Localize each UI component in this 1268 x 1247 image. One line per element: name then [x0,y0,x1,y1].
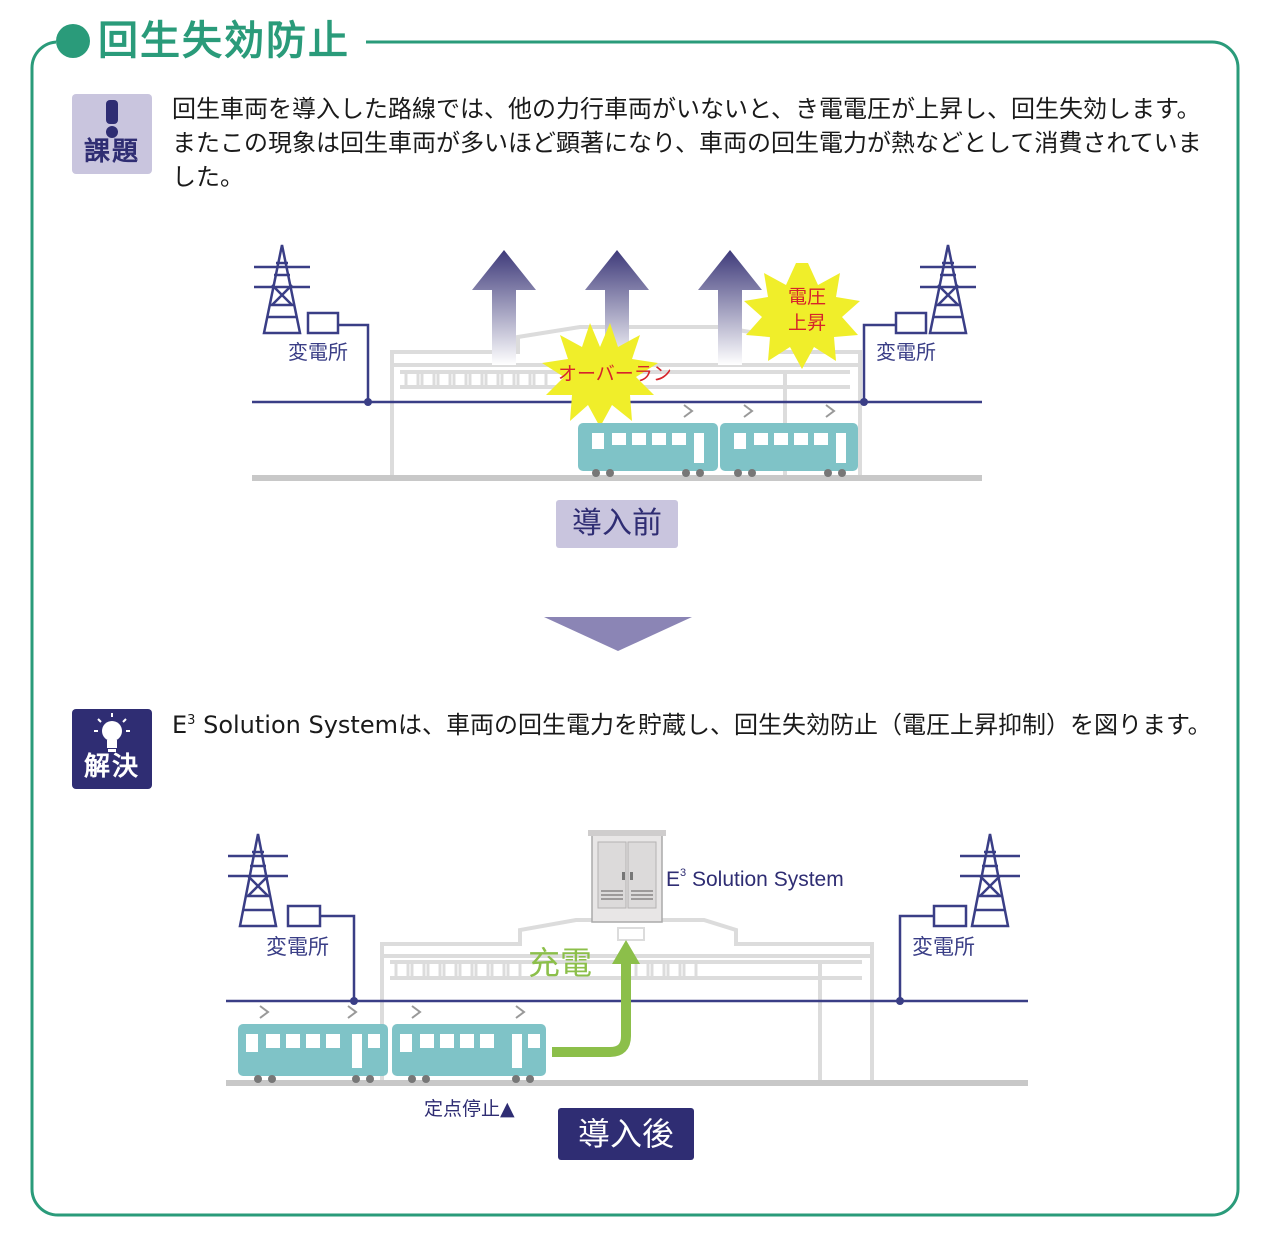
after-label: 導入後 [558,1108,694,1160]
pylon-icon-left-after [228,833,288,928]
storage-cabinet-icon [588,830,666,941]
lightbulb-icon [94,713,130,752]
issue-badge-label: 課題 [83,137,140,167]
system-label-sup: 3 [680,867,686,879]
page-title: 回生失効防止 [98,18,350,64]
substation-label-right-after: 変電所 [912,936,975,959]
station-windows-after [394,960,698,980]
substation-box-left [306,311,340,335]
fixed-stop-label: 定点停止▲ [424,1098,515,1120]
substation-label-left: 変電所 [288,341,348,364]
system-label: E3 Solution System [666,867,844,891]
after-diagram: E3 Solution System 変電所 変電所 充電 [226,830,1028,1086]
train-before [578,404,858,477]
solve-text-sup: 3 [187,713,196,728]
up-arrow-icon-1 [472,250,536,365]
solve-badge: 解決 [72,709,152,789]
voltage-burst-icon [744,263,860,369]
pylon-icon-left [254,244,310,335]
solve-text: E3 Solution Systemは、車両の回生電力を貯蔵し、回生失効防止（電… [172,708,1212,742]
solve-text-rest: Solution Systemは、車両の回生電力を貯蔵し、回生失効防止（電圧上昇… [195,711,1212,739]
overrun-burst-icon [542,323,658,427]
overrun-label: オーバーラン [558,364,672,385]
substation-box-right [894,311,928,335]
outer-frame [30,40,1240,1217]
title-bullet-icon [56,24,90,58]
up-arrow-icon-3 [698,250,762,365]
pylon-icon-right [920,244,976,335]
station-windows [404,370,548,389]
rail-ground [252,475,982,481]
voltage-rise-label-2: 上昇 [788,312,826,334]
substation-box-right-after [932,904,968,928]
voltage-rise-label-1: 電圧 [788,287,826,308]
system-label-rest: Solution System [686,868,844,891]
charge-arrow-icon [552,962,631,1057]
system-label-e: E [666,868,680,891]
exclamation-icon [106,100,118,138]
substation-label-left-after: 変電所 [266,936,329,959]
train-after [238,1005,546,1083]
substation-label-right: 変電所 [876,341,936,364]
section-title: 回生失効防止 [56,14,366,68]
charge-label: 充電 [528,945,592,981]
up-arrow-icon-2 [585,250,649,365]
solve-text-e: E [172,711,188,739]
solve-badge-label: 解決 [83,752,140,782]
issue-text: 回生車両を導入した路線では、他の力行車両がいないと、き電電圧が上昇し、回生失効し… [172,95,1202,191]
rail-ground-after [226,1080,1028,1086]
before-diagram: 変電所 変電所 オーバーラン 電圧 上昇 [252,244,982,481]
down-arrow-icon [544,617,692,651]
pylon-icon-right-after [960,833,1020,928]
before-label: 導入前 [556,500,678,548]
substation-box-left-after [286,904,322,928]
issue-badge: 課題 [72,94,152,174]
